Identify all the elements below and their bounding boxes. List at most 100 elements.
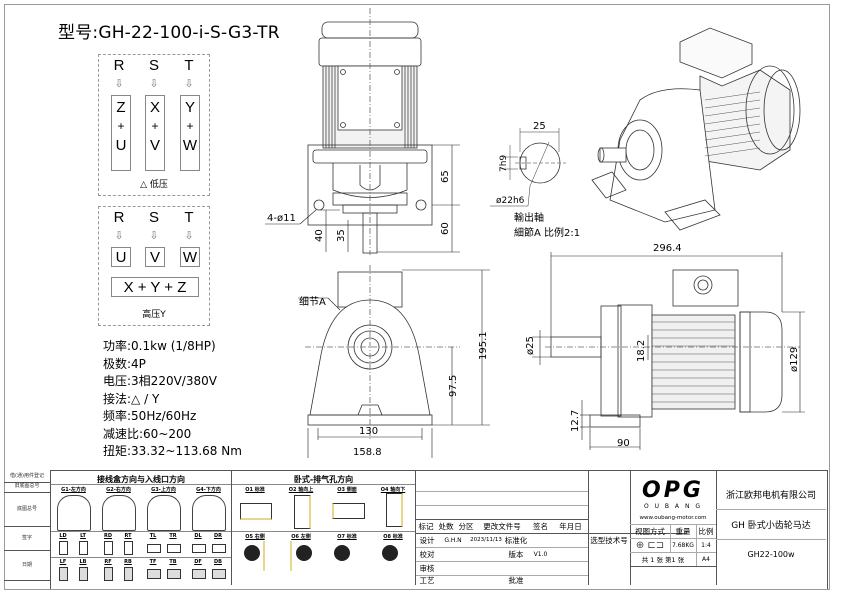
divider bbox=[416, 505, 588, 506]
view-method-label: 视图方式 bbox=[635, 526, 665, 536]
weight-value: 7.68KG bbox=[672, 541, 694, 549]
dim-shaft-25: ø25 bbox=[525, 336, 536, 355]
dim-195-1: 195.1 bbox=[478, 331, 489, 360]
process-label: 工艺 bbox=[419, 575, 435, 585]
code-rt: RT bbox=[124, 533, 132, 539]
spec-poles: 极数:4P bbox=[103, 356, 146, 371]
legend-drawing-no: 底图总号 bbox=[4, 492, 50, 527]
vent-o4: O4 轴向下 bbox=[380, 487, 406, 493]
down-arrow-icon: ⇩ bbox=[149, 229, 159, 242]
divider bbox=[51, 531, 231, 532]
star-connection: X + Y + Z bbox=[111, 277, 199, 297]
divider bbox=[51, 484, 231, 485]
motor-front-icon bbox=[102, 495, 136, 531]
motor-end-icon bbox=[296, 545, 312, 561]
spec-voltage: 电压:3相220V/380V bbox=[103, 374, 217, 388]
code-tr: TR bbox=[169, 533, 177, 539]
code-db: DB bbox=[214, 559, 222, 565]
design-label: 设计 bbox=[419, 535, 435, 545]
legend-signature: 签字 bbox=[4, 526, 50, 551]
terminal-label: V bbox=[149, 137, 160, 154]
standardize-label: 标准化 bbox=[504, 535, 528, 545]
legend-old-drawing-no: 旧底图总号 bbox=[4, 482, 50, 493]
spec-connection: 接法:△ / Y bbox=[103, 391, 160, 406]
code-dr: DR bbox=[213, 533, 222, 539]
code-lb: LB bbox=[79, 559, 87, 565]
motor-front-icon bbox=[192, 495, 226, 531]
wiring-high-voltage-panel: R S T ⇩ ⇩ ⇩ U V W X + Y + Z 高压Y bbox=[98, 206, 210, 326]
vent-o7: O7 标准 bbox=[337, 534, 357, 540]
dim-18-2: 18.2 bbox=[636, 340, 647, 362]
rev-header-zone: 分区 bbox=[458, 521, 474, 531]
motor-end-icon bbox=[382, 545, 398, 561]
motor-end-icon bbox=[244, 545, 260, 561]
motor-front-icon bbox=[147, 495, 181, 531]
terminal-w: W bbox=[180, 247, 200, 267]
dim-158-8: 158.8 bbox=[353, 447, 382, 458]
dim-129: ø129 bbox=[789, 347, 800, 372]
down-arrow-icon: ⇩ bbox=[114, 229, 124, 242]
terminal-u: U bbox=[111, 247, 131, 267]
terminal-label: + bbox=[186, 119, 194, 133]
rev-header-doc: 更改文件号 bbox=[483, 521, 521, 531]
shaft-diameter: ø22h6 bbox=[496, 196, 525, 206]
model-title: 型号:GH-22-100-i-S-G3-TR bbox=[58, 23, 280, 43]
scale-value: 1:4 bbox=[701, 541, 711, 549]
divider bbox=[670, 524, 671, 552]
selection-label: 选型技术号 bbox=[590, 535, 628, 545]
wiring-low-voltage-panel: R S T ⇩ ⇩ ⇩ Z + U X + V Y + W △ 低压 bbox=[98, 54, 210, 196]
rev-header-mark: 标记 bbox=[418, 521, 434, 531]
paper-size: A4 bbox=[702, 555, 710, 563]
dim-12-7: 12.7 bbox=[570, 410, 581, 432]
motor-vertical-icon bbox=[386, 493, 403, 527]
terminal-label: U bbox=[115, 137, 127, 154]
down-arrow-icon: ⇩ bbox=[184, 77, 194, 90]
designer: G.H.N bbox=[444, 536, 462, 544]
divider bbox=[630, 524, 716, 525]
vent-direction-table: 卧式-排气孔方向 O1 标准 O2 轴向上 O3 侧面 O4 轴向下 O5 右侧… bbox=[232, 471, 416, 585]
rev-header-date: 年月日 bbox=[559, 521, 582, 531]
terminal-box-icon bbox=[104, 567, 113, 581]
divider bbox=[416, 575, 588, 576]
code-tf: TF bbox=[149, 559, 157, 565]
terminal-box-icon bbox=[167, 544, 181, 553]
title-block: 标记 处数 分区 更改文件号 签名 年月日 设计 G.H.N 2023/11/1… bbox=[416, 471, 826, 585]
divider bbox=[630, 471, 631, 585]
vent-o2: O2 轴向上 bbox=[288, 487, 314, 493]
divider bbox=[630, 566, 716, 567]
divider bbox=[416, 519, 588, 520]
motor-vertical-icon bbox=[294, 495, 311, 529]
terminal-box-icon bbox=[192, 569, 206, 579]
vent-o6: O6 左侧 bbox=[291, 534, 311, 540]
divider bbox=[232, 531, 415, 532]
company-logo: OPG bbox=[642, 477, 704, 503]
down-arrow-icon: ⇩ bbox=[184, 229, 194, 242]
col-g2: G2-右方向 bbox=[106, 487, 131, 493]
terminal-box-icon bbox=[79, 567, 88, 581]
terminal-label: + bbox=[151, 119, 159, 133]
terminal-box-icon bbox=[104, 541, 113, 555]
bottom-table-frame bbox=[50, 470, 828, 589]
divider bbox=[416, 547, 588, 548]
design-date: 2023/11/13 bbox=[470, 537, 502, 543]
code-df: DF bbox=[194, 559, 202, 565]
divider bbox=[416, 491, 588, 492]
website: www.oubang-motor.com bbox=[639, 515, 707, 521]
spec-power: 功率:0.1kw (1/8HP) bbox=[103, 339, 216, 353]
code-lt: LT bbox=[80, 533, 86, 539]
dim-90: 90 bbox=[617, 438, 630, 449]
terminal-box-icon bbox=[212, 569, 226, 579]
version-label: 版本 bbox=[508, 549, 524, 559]
wiring-direction-table: 接线盒方向与入线口方向 G1-左方向 G2-右方向 G3-上方向 G4-下方向 … bbox=[51, 471, 232, 585]
dim-97-5: 97.5 bbox=[448, 375, 459, 397]
terminal-box-icon bbox=[79, 541, 88, 555]
terminal-box-2: X + V bbox=[145, 95, 165, 171]
terminal-v: V bbox=[145, 247, 165, 267]
vent-o5: O5 右侧 bbox=[245, 534, 265, 540]
dim-296-4: 296.4 bbox=[653, 243, 682, 254]
terminal-box-icon bbox=[124, 541, 133, 555]
divider bbox=[232, 484, 415, 485]
motor-horizontal-icon bbox=[240, 503, 272, 520]
isometric-motor-view bbox=[591, 27, 801, 231]
spec-ratio: 减速比:60~200 bbox=[103, 426, 192, 441]
